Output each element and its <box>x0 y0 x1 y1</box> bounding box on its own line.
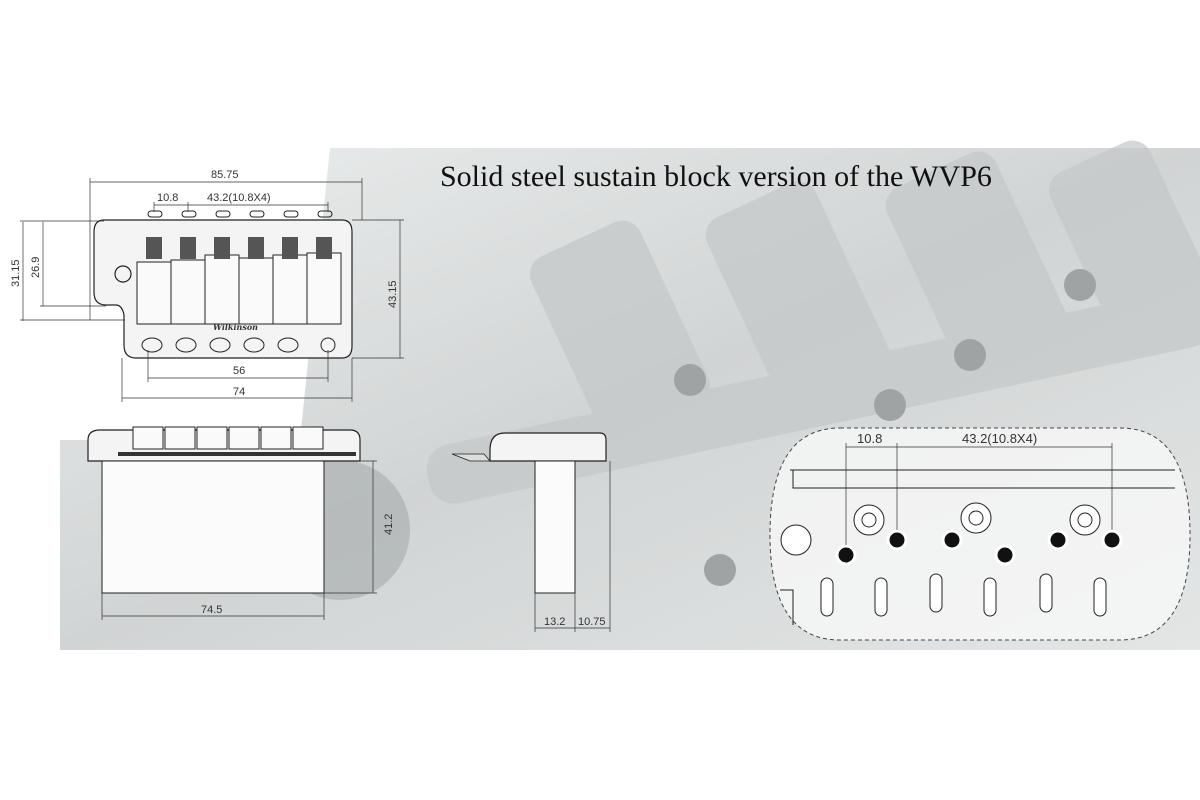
dim-total-depth: 43.15 <box>387 280 399 308</box>
side-view: 13.2 10.75 <box>451 432 611 632</box>
saddles <box>136 252 342 325</box>
dim-string-spacing: 43.2(10.8X4) <box>207 192 271 204</box>
screw-slots <box>820 573 1107 617</box>
dim-height-outer: 31.15 <box>10 259 22 287</box>
string-holes <box>147 210 333 218</box>
dim-mount-spacing: 56 <box>233 365 245 377</box>
mount-holes <box>141 337 336 353</box>
dim-offset: 10.75 <box>578 616 606 628</box>
dim-first-spacing: 10.8 <box>157 192 178 204</box>
sustain-block-side <box>534 460 576 594</box>
top-view: Wilkinson 85.75 10.8 43.2(10.8X4) 31.15 … <box>10 169 404 402</box>
dim-plate-width: 74 <box>233 386 245 398</box>
intonation-springs <box>146 237 332 259</box>
dim-block-width: 74.5 <box>201 604 222 616</box>
sustain-block-front <box>101 460 325 594</box>
dim-height-inner: 26.9 <box>30 257 42 278</box>
detail-string-spacing: 43.2(10.8X4) <box>962 431 1037 446</box>
dim-block-height: 41.2 <box>383 514 395 535</box>
wilkinson-logo: Wilkinson <box>213 322 258 332</box>
dim-block-thickness: 13.2 <box>544 616 565 628</box>
title: Solid steel sustain block version of the… <box>440 160 992 193</box>
dim-overall-width: 85.75 <box>211 169 239 181</box>
string-through-holes <box>835 529 1123 566</box>
detail-view: 10.8 43.2(10.8X4) <box>769 427 1191 641</box>
ferrule-rings <box>853 502 1101 536</box>
detail-first-spacing: 10.8 <box>857 431 882 446</box>
front-view: 41.2 74.5 <box>87 426 395 620</box>
